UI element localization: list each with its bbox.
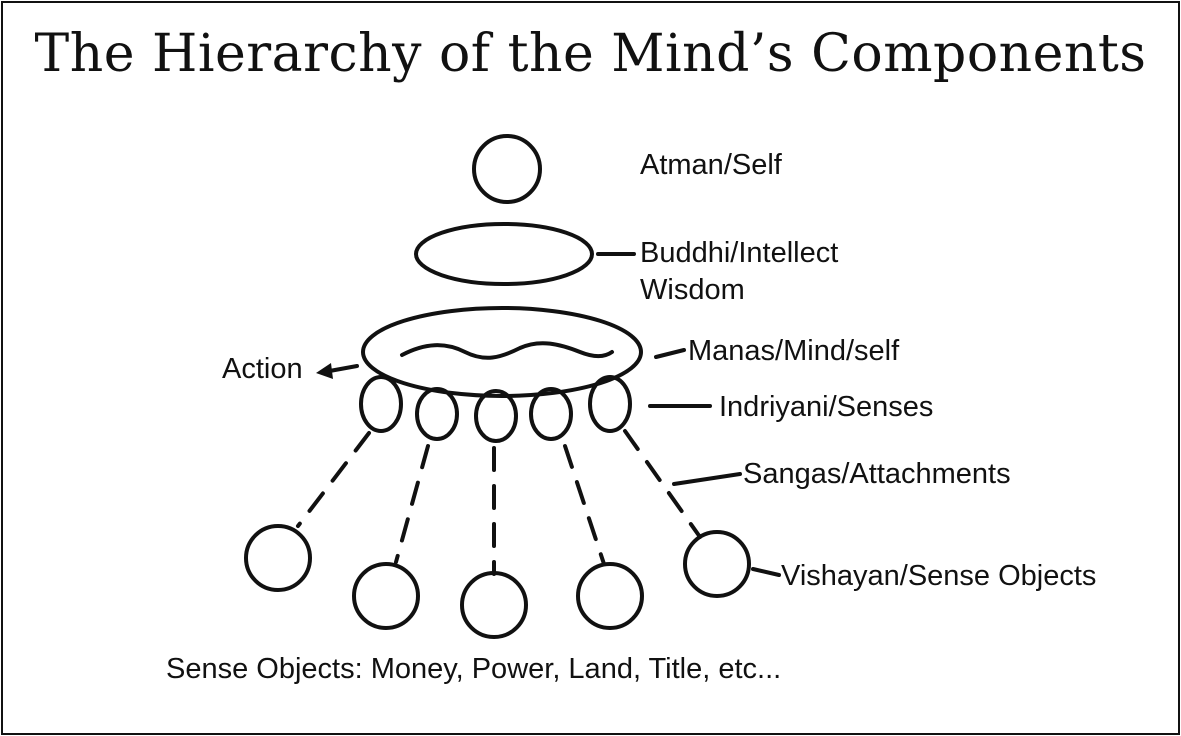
sense-objects-caption: Sense Objects: Money, Power, Land, Title… <box>166 653 782 685</box>
sense-object-circle <box>576 562 644 630</box>
sense-object-circle <box>352 562 420 630</box>
vishayan-leader-line <box>751 567 781 577</box>
attachment-line <box>394 444 430 564</box>
attachment-line <box>296 431 371 528</box>
sangas-label: Sangas/Attachments <box>743 458 1011 490</box>
sense-object-circle <box>683 530 751 598</box>
sense-petal <box>588 375 632 433</box>
attachment-line <box>563 444 606 566</box>
buddhi-ellipse <box>414 222 594 286</box>
atman-label: Atman/Self <box>640 149 782 181</box>
sense-object-circle <box>460 571 528 639</box>
sangas-leader-line <box>672 472 742 486</box>
sense-object-circle <box>244 524 312 592</box>
buddhi-label-line2: Wisdom <box>640 274 745 306</box>
sense-petal <box>474 389 518 443</box>
vishayan-label: Vishayan/Sense Objects <box>781 560 1097 592</box>
atman-circle <box>472 134 542 204</box>
attachment-line <box>623 429 702 539</box>
action-arrowhead <box>316 363 333 379</box>
buddhi-label-line1: Buddhi/Intellect <box>640 237 839 269</box>
sense-petal <box>529 387 573 441</box>
sense-petal <box>359 375 403 433</box>
sense-petal <box>415 387 459 441</box>
manas-label: Manas/Mind/self <box>688 335 900 367</box>
action-label: Action <box>222 353 303 385</box>
manas-wave <box>400 341 614 360</box>
diagram-title: The Hierarchy of the Mind’s Components <box>34 24 1147 84</box>
indriyani-label: Indriyani/Senses <box>719 391 934 423</box>
manas-leader-line <box>654 348 686 359</box>
manas-ellipse <box>361 306 643 398</box>
